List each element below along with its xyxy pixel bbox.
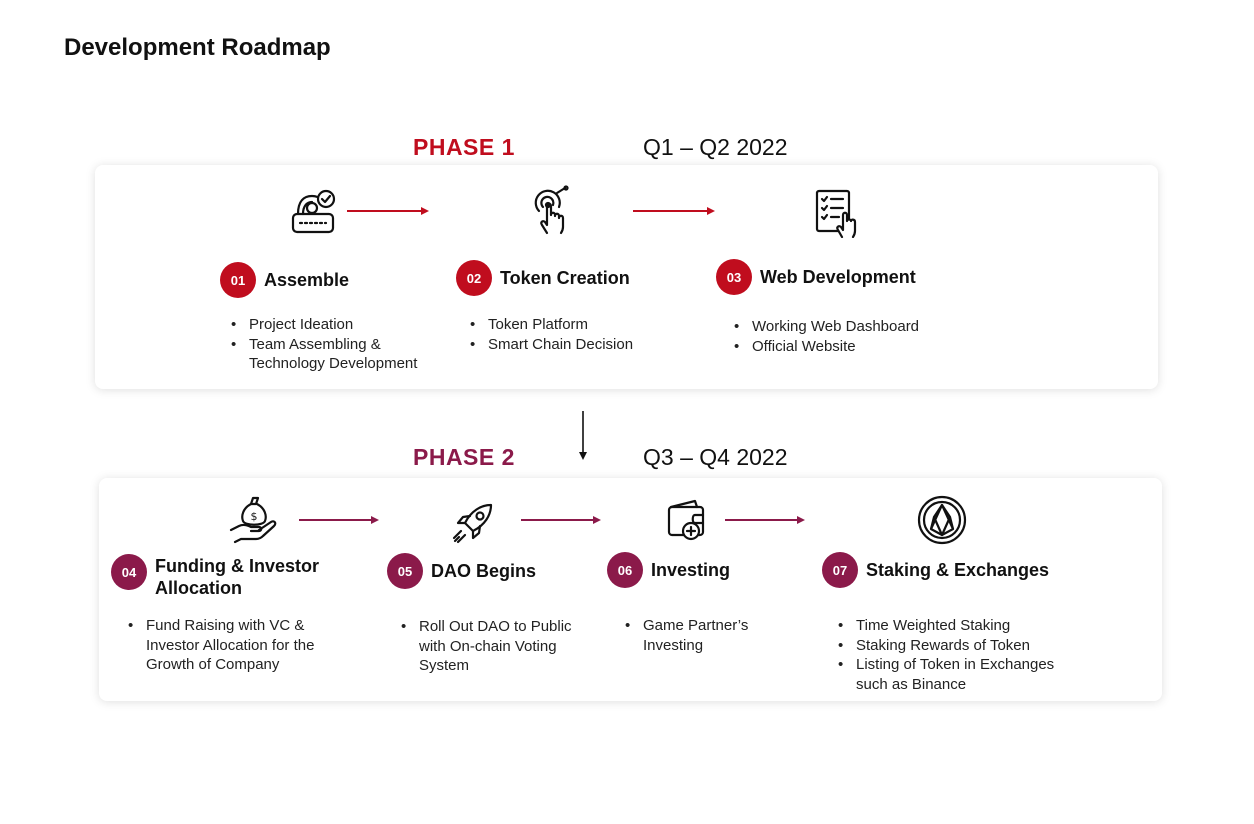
rocket-icon	[449, 499, 499, 549]
wallet-plus-icon	[665, 497, 715, 547]
page-title: Development Roadmap	[64, 34, 331, 61]
step-title: Assemble	[264, 270, 350, 290]
eos-coin-icon	[917, 495, 967, 545]
svg-text:$: $	[251, 510, 258, 523]
flow-arrow-01-02	[347, 205, 429, 217]
step-04-header: 04 Funding & Investor Allocation	[111, 553, 335, 599]
flow-arrow-06-07	[725, 514, 805, 526]
bullet-item: Staking Rewards of Token	[836, 636, 1086, 656]
flow-arrow-04-05	[299, 514, 379, 526]
step-title: Staking & Exchanges	[866, 560, 1050, 580]
bullet-item: Roll Out DAO to Public with On-chain Vot…	[399, 617, 589, 676]
step-title: DAO Begins	[431, 561, 537, 581]
checklist-hand-icon	[812, 188, 862, 238]
phase-1-period: Q1 – Q2 2022	[643, 134, 788, 160]
money-bag-hand-icon: $	[229, 494, 279, 544]
step-06-bullets: Game Partner’s Investing	[623, 616, 783, 655]
step-number-badge: 05	[387, 553, 423, 589]
step-number-badge: 04	[111, 554, 147, 590]
flow-arrow-02-03	[633, 205, 715, 217]
step-02-bullets: Token Platform Smart Chain Decision	[468, 315, 668, 354]
phase-2-label: PHASE 2	[413, 444, 515, 470]
bullet-item: Fund Raising with VC & Investor Allocati…	[126, 616, 336, 675]
step-01-bullets: Project Ideation Team Assembling & Techn…	[229, 315, 439, 374]
touch-target-icon	[525, 185, 575, 235]
bullet-item: Project Ideation	[229, 315, 439, 335]
step-number-badge: 03	[716, 259, 752, 295]
step-05-header: 05 DAO Begins	[387, 553, 536, 589]
step-title: Investing	[651, 560, 731, 580]
flow-arrow-05-06	[521, 514, 601, 526]
step-number-badge: 07	[822, 552, 858, 588]
bullet-item: Time Weighted Staking	[836, 616, 1086, 636]
step-01-header: 01 Assemble	[220, 262, 349, 298]
phase-2-period: Q3 – Q4 2022	[643, 444, 788, 470]
bullet-item: Official Website	[732, 337, 952, 357]
step-number-badge: 06	[607, 552, 643, 588]
step-07-bullets: Time Weighted Staking Staking Rewards of…	[836, 616, 1086, 694]
bullet-item: Game Partner’s Investing	[623, 616, 783, 655]
step-title: Token Creation	[500, 268, 630, 288]
step-05-bullets: Roll Out DAO to Public with On-chain Vot…	[399, 617, 589, 676]
bullet-item: Listing of Token in Exchanges such as Bi…	[836, 655, 1086, 694]
server-check-icon	[290, 187, 340, 237]
bullet-item: Working Web Dashboard	[732, 317, 952, 337]
bullet-item: Smart Chain Decision	[468, 335, 668, 355]
step-03-bullets: Working Web Dashboard Official Website	[732, 317, 952, 356]
step-07-header: 07 Staking & Exchanges	[822, 552, 1049, 588]
step-title: Web Development	[760, 267, 916, 287]
step-06-header: 06 Investing	[607, 552, 730, 588]
bullet-item: Token Platform	[468, 315, 668, 335]
bullet-item: Team Assembling & Technology Development	[229, 335, 439, 374]
step-04-bullets: Fund Raising with VC & Investor Allocati…	[126, 616, 336, 675]
phase-transition-arrow	[577, 411, 589, 466]
phase-1-label: PHASE 1	[413, 134, 515, 160]
step-03-header: 03 Web Development	[716, 259, 916, 295]
step-title: Funding & Investor Allocation	[155, 556, 319, 598]
step-02-header: 02 Token Creation	[456, 260, 630, 296]
step-number-badge: 02	[456, 260, 492, 296]
step-number-badge: 01	[220, 262, 256, 298]
